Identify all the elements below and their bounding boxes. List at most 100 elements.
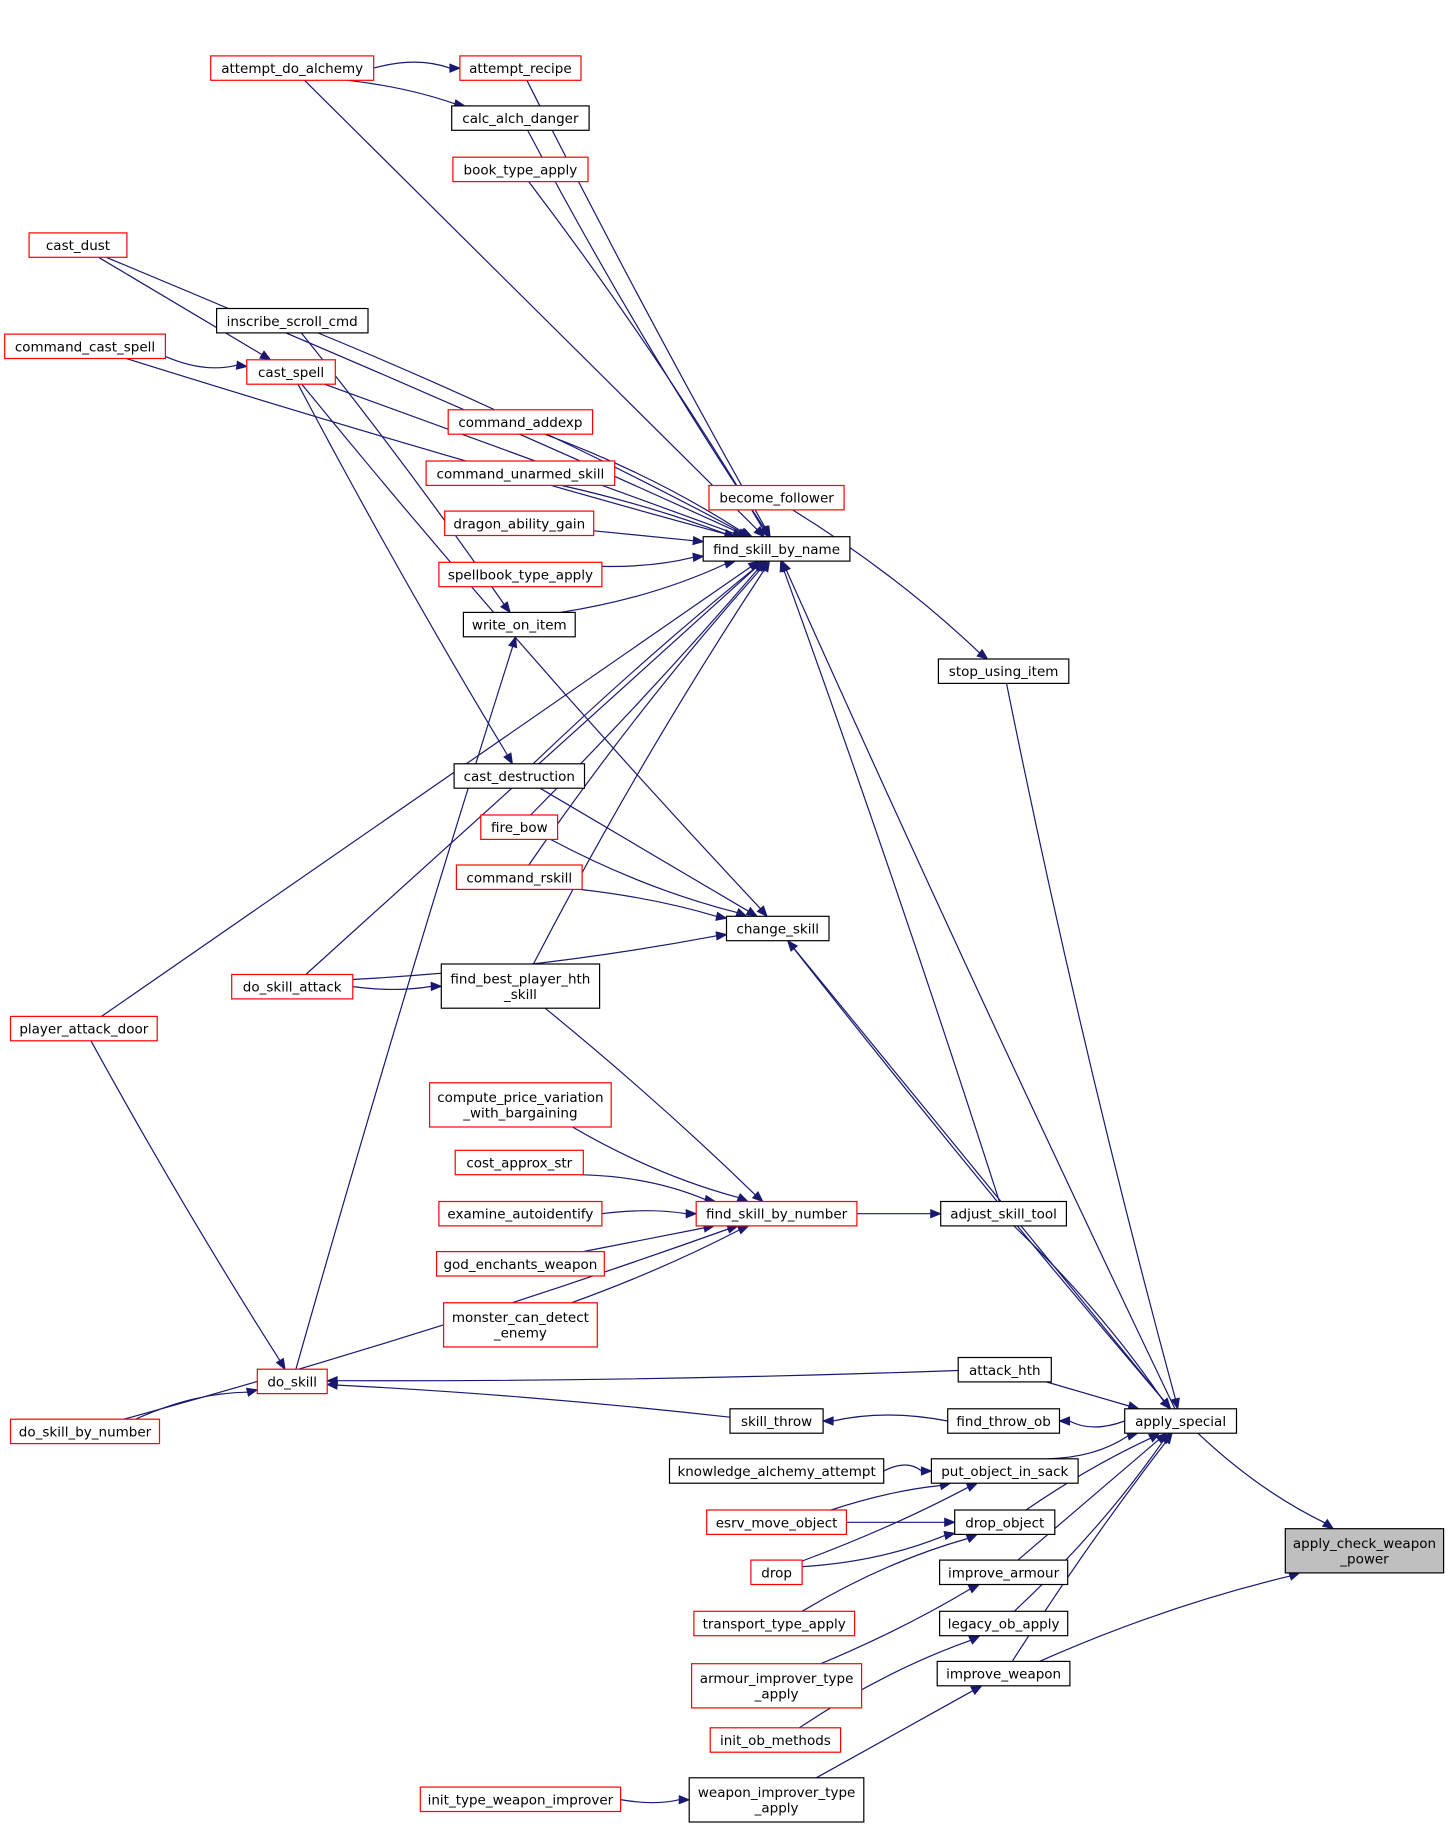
edge-line	[561, 484, 726, 535]
node-improve-armour[interactable]: improve_armour	[938, 1559, 1069, 1586]
node-become-follower[interactable]: become_follower	[708, 484, 845, 511]
node-apply-special[interactable]: apply_special	[1124, 1408, 1238, 1434]
node-command-rskill[interactable]: command_rskill	[455, 864, 583, 890]
edge-line	[580, 1174, 706, 1201]
node-put-object-in-sack[interactable]: put_object_in_sack	[930, 1458, 1079, 1484]
node-label: armour_improver_type	[700, 1671, 854, 1687]
node-legacy-ob-apply[interactable]: legacy_ob_apply	[938, 1610, 1069, 1637]
node-cost-approx-str[interactable]: cost_approx_str	[454, 1149, 584, 1176]
node-attempt-recipe[interactable]: attempt_recipe	[459, 55, 582, 81]
edge-book_type_apply-to-find_skill_by_name	[528, 181, 770, 538]
node-fire-bow[interactable]: fire_bow	[480, 814, 559, 840]
node-box	[436, 1250, 605, 1277]
node-box	[1124, 1408, 1238, 1434]
node-inscribe-scroll-cmd[interactable]: inscribe_scroll_cmd	[216, 307, 369, 334]
node-box	[750, 1559, 803, 1586]
node-do-skill-attack[interactable]: do_skill_attack	[231, 973, 354, 1000]
node-init-ob-methods[interactable]: init_ob_methods	[709, 1727, 842, 1753]
node-command-addexp[interactable]: command_addexp	[447, 409, 594, 435]
node-do-skill[interactable]: do_skill	[256, 1368, 328, 1395]
node-box	[256, 1368, 328, 1395]
edge-line	[324, 383, 734, 534]
edge-command_rskill-to-find_skill_by_name	[528, 560, 768, 866]
node-change-skill[interactable]: change_skill	[725, 915, 830, 942]
edge-line	[820, 1588, 971, 1665]
node-knowledge-alchemy-attempt[interactable]: knowledge_alchemy_attempt	[668, 1458, 885, 1484]
node-command-cast-spell[interactable]: command_cast_spell	[4, 333, 166, 360]
node-examine-autoidentify[interactable]: examine_autoidentify	[438, 1200, 603, 1227]
node-command-unarmed-skill[interactable]: command_unarmed_skill	[425, 460, 616, 486]
node-find-best-player-hth-skill[interactable]: find_best_player_hth_skill	[440, 963, 601, 1009]
node-label: transport_type_apply	[703, 1617, 846, 1633]
node-box	[438, 561, 603, 588]
node-cast-spell[interactable]: cast_spell	[246, 359, 336, 385]
node-adjust-skill-tool[interactable]: adjust_skill_tool	[940, 1200, 1068, 1227]
node-attempt-do-alchemy[interactable]: attempt_do_alchemy	[210, 55, 375, 81]
node-god-enchants-weapon[interactable]: god_enchants_weapon	[436, 1250, 605, 1277]
node-box	[668, 1458, 885, 1484]
node-dragon-ability-gain[interactable]: dragon_ability_gain	[444, 510, 595, 537]
edge-init_ob_methods-to-legacy_ob_apply	[799, 1635, 981, 1729]
node-label: _with_bargaining	[462, 1106, 577, 1122]
node-init-type-weapon-improver[interactable]: init_type_weapon_improver	[419, 1786, 622, 1813]
node-spellbook-type-apply[interactable]: spellbook_type_apply	[438, 561, 603, 588]
node-box	[936, 1660, 1071, 1687]
node-label: skill_throw	[741, 1414, 812, 1430]
node-calc-alch-danger[interactable]: calc_alch_danger	[451, 105, 590, 131]
node-label: put_object_in_sack	[941, 1464, 1068, 1480]
node-find-skill-by-number[interactable]: find_skill_by_number	[695, 1200, 858, 1227]
arrowhead-icon	[944, 1517, 957, 1528]
node-box	[702, 536, 851, 562]
arrowhead-icon	[760, 560, 771, 573]
arrowhead-icon	[259, 350, 272, 361]
node-box	[690, 1663, 863, 1709]
node-label: monster_can_detect	[452, 1310, 589, 1326]
arrowhead-icon	[1162, 1432, 1173, 1445]
node-box	[947, 1408, 1061, 1434]
node-stop-using-item[interactable]: stop_using_item	[937, 658, 1070, 684]
node-transport-type-apply[interactable]: transport_type_apply	[693, 1610, 856, 1637]
node-player-attack-door[interactable]: player_attack_door	[9, 1015, 158, 1042]
edge-line	[801, 1486, 969, 1562]
node-label: compute_price_variation	[437, 1090, 603, 1106]
node-box	[4, 333, 166, 360]
node-label: change_skill	[736, 922, 819, 938]
node-label: legacy_ob_apply	[948, 1617, 1060, 1633]
node-drop-object[interactable]: drop_object	[954, 1509, 1056, 1535]
node-box	[695, 1200, 858, 1227]
node-label: do_skill_by_number	[19, 1425, 152, 1441]
node-attack-hth[interactable]: attack_hth	[957, 1356, 1052, 1383]
node-improve-weapon[interactable]: improve_weapon	[936, 1660, 1071, 1687]
edge-line	[301, 383, 761, 910]
arrowhead-icon	[758, 525, 770, 538]
node-book-type-apply[interactable]: book_type_apply	[452, 156, 589, 183]
node-label: esrv_move_object	[716, 1515, 838, 1531]
node-label: command_unarmed_skill	[437, 466, 605, 482]
arrowhead-icon	[1058, 1416, 1070, 1426]
edge-dragon_ability_gain-to-find_skill_by_name	[593, 530, 705, 546]
node-write-on-item[interactable]: write_on_item	[462, 611, 576, 638]
arrowhead-icon	[449, 63, 462, 73]
node-armour-improver-type-apply[interactable]: armour_improver_type_apply	[690, 1663, 863, 1709]
node-cast-dust[interactable]: cast_dust	[28, 232, 128, 258]
edge-line	[337, 1384, 731, 1418]
node-monster-can-detect-enemy[interactable]: monster_can_detect_enemy	[443, 1302, 598, 1348]
node-find-throw-ob[interactable]: find_throw_ob	[947, 1408, 1061, 1434]
node-do-skill-by-number[interactable]: do_skill_by_number	[9, 1418, 161, 1445]
edge-player_attack_door-to-find_skill_by_name	[101, 560, 760, 1017]
edge-examine_autoidentify-to-find_skill_by_number	[601, 1208, 698, 1219]
arrowhead-icon	[736, 1225, 750, 1235]
node-drop[interactable]: drop	[750, 1559, 803, 1586]
edge-line	[297, 383, 508, 756]
arrowhead-icon	[1170, 1397, 1180, 1411]
node-box	[725, 915, 830, 942]
node-find-skill-by-name[interactable]: find_skill_by_name	[702, 536, 851, 562]
node-cast-destruction[interactable]: cast_destruction	[453, 763, 586, 789]
arrowhead-icon	[920, 1466, 933, 1476]
node-weapon-improver-type-apply[interactable]: weapon_improver_type_apply	[688, 1777, 865, 1823]
node-esrv-move-object[interactable]: esrv_move_object	[706, 1509, 848, 1535]
node-label: drop_object	[965, 1515, 1044, 1531]
node-skill-throw[interactable]: skill_throw	[729, 1408, 824, 1434]
node-compute-price-variation[interactable]: compute_price_variation_with_bargaining	[429, 1082, 612, 1128]
node-label: calc_alch_danger	[462, 111, 579, 127]
